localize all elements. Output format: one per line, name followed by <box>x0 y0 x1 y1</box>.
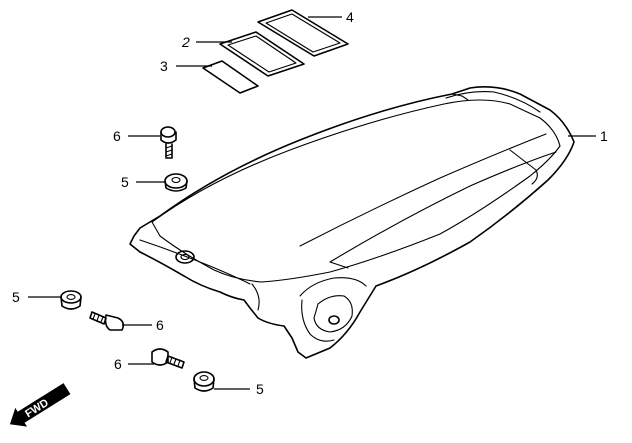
callout-6-lower: 6 <box>114 356 122 372</box>
bolt-upper <box>160 126 177 159</box>
nut-lower <box>193 371 215 392</box>
fwd-arrow-icon: FWD <box>9 383 71 427</box>
nut-upper <box>164 173 188 192</box>
nut-left <box>60 290 82 310</box>
decal-3 <box>202 60 259 94</box>
callout-3: 3 <box>160 58 168 74</box>
leader-lines <box>28 16 596 390</box>
rear-fender <box>129 86 575 359</box>
callout-6-middle: 6 <box>156 317 164 333</box>
bolt-middle <box>89 311 125 331</box>
callout-5-upper: 5 <box>121 174 129 190</box>
bolt-lower <box>151 348 185 369</box>
callout-4: 4 <box>346 9 354 25</box>
callout-2: 2 <box>181 34 190 50</box>
callout-5-lower: 5 <box>256 381 264 397</box>
decal-2 <box>219 31 305 77</box>
callout-5-left: 5 <box>12 289 20 305</box>
decal-4 <box>257 9 349 57</box>
callout-1: 1 <box>600 128 608 144</box>
callout-6-upper: 6 <box>113 128 121 144</box>
